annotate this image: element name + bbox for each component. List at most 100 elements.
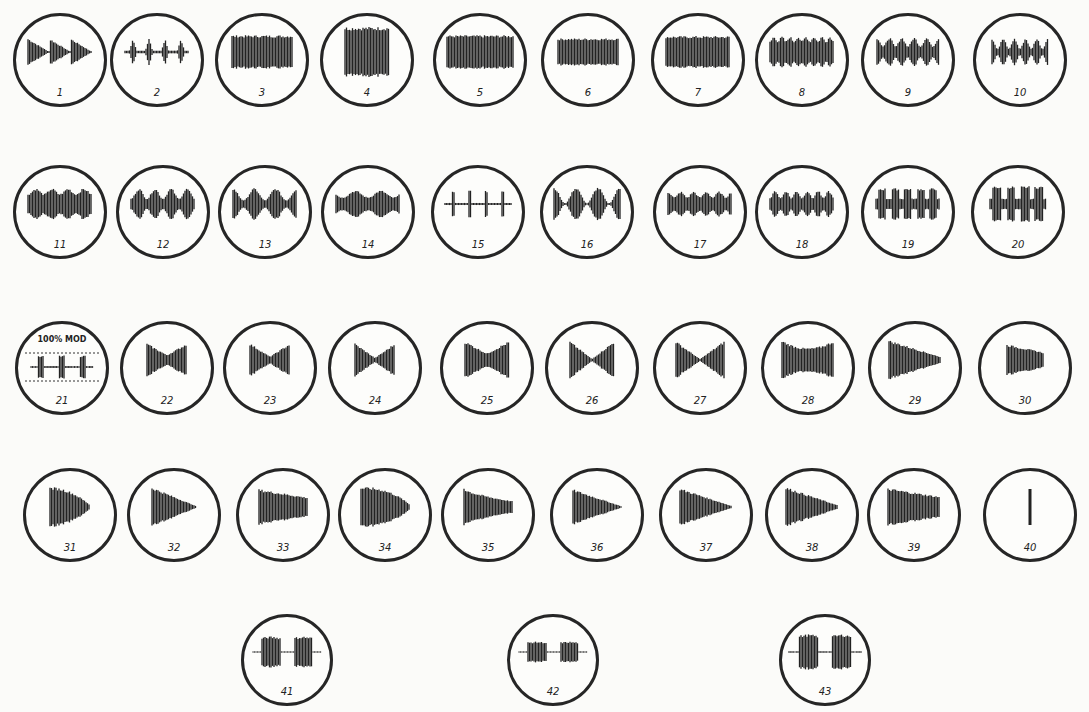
- trace-line: [165, 197, 166, 211]
- trace-line: [282, 197, 283, 211]
- trace-line: [463, 489, 464, 526]
- trace-line: [236, 35, 237, 68]
- trace-line: [998, 188, 999, 220]
- pattern-number: 24: [369, 395, 382, 406]
- trace-line: [699, 495, 700, 519]
- trace-line: [30, 42, 31, 62]
- trace-line: [48, 51, 49, 53]
- trace-line: [492, 498, 493, 516]
- trace-line: [178, 349, 179, 372]
- trace-line: [926, 199, 927, 209]
- trace-line: [574, 189, 575, 219]
- trace-line: [580, 350, 581, 371]
- trace-line: [692, 37, 693, 68]
- trace-line: [460, 35, 461, 68]
- trace-line: [495, 203, 496, 205]
- trace-line: [340, 198, 341, 211]
- trace-line: [709, 38, 710, 67]
- trace-line: [905, 492, 906, 523]
- trace-line: [311, 638, 312, 667]
- trace-line: [602, 39, 603, 64]
- trace-line: [287, 346, 288, 374]
- trace-line: [1008, 347, 1009, 374]
- trace-line: [829, 345, 830, 376]
- trace-line: [544, 643, 545, 661]
- trace-line: [54, 487, 55, 526]
- trace-line: [291, 37, 292, 67]
- trace-line: [928, 199, 929, 210]
- trace-line: [565, 642, 566, 662]
- trace-line: [178, 46, 179, 59]
- trace-line: [78, 366, 79, 368]
- trace-line: [808, 349, 809, 372]
- trace-line: [785, 489, 786, 525]
- trace-line: [581, 40, 582, 65]
- trace-line: [384, 351, 385, 368]
- trace-line: [888, 341, 889, 379]
- trace-line: [59, 356, 60, 379]
- trace-line: [581, 494, 582, 520]
- trace-line: [714, 349, 715, 371]
- trace-line: [730, 506, 731, 508]
- trace-line: [727, 505, 728, 509]
- trace-line: [62, 194, 63, 214]
- trace-line: [488, 203, 489, 205]
- trace-line: [818, 499, 819, 514]
- trace-line: [269, 356, 270, 363]
- trace-line: [898, 491, 899, 523]
- trace-line: [687, 351, 688, 369]
- trace-line: [405, 502, 406, 512]
- trace-line: [675, 197, 676, 211]
- trace-line: [720, 344, 721, 377]
- trace-line: [371, 490, 372, 524]
- trace-line: [491, 352, 492, 369]
- trace-line: [923, 190, 924, 218]
- trace-line: [826, 651, 827, 652]
- trace-line: [838, 635, 839, 668]
- trace-line: [356, 30, 357, 74]
- trace-line: [885, 43, 886, 62]
- trace-line: [263, 353, 264, 367]
- trace-line: [685, 492, 686, 522]
- trace-line: [612, 200, 613, 208]
- trace-line: [306, 498, 307, 516]
- trace-line: [383, 193, 384, 216]
- trace-line: [917, 44, 918, 61]
- trace-line: [299, 638, 300, 666]
- trace-line: [186, 189, 187, 219]
- trace-line: [796, 192, 797, 216]
- scope-circle: 12: [116, 165, 210, 259]
- scope-circle: 20: [971, 165, 1065, 259]
- trace-line: [278, 36, 279, 69]
- trace-line: [378, 355, 379, 365]
- trace-line: [39, 46, 40, 57]
- trace-line: [593, 40, 594, 65]
- trace-line: [939, 357, 940, 363]
- trace-line: [1018, 199, 1019, 210]
- scope-circle: 23: [223, 321, 317, 415]
- trace-line: [494, 350, 495, 370]
- trace-line: [483, 495, 484, 518]
- pattern-number: 9: [905, 87, 911, 98]
- trace-line: [464, 344, 465, 376]
- trace-line: [1026, 350, 1027, 371]
- trace-line: [383, 492, 384, 523]
- trace-line: [174, 194, 175, 215]
- trace-line: [357, 346, 358, 374]
- trace-line: [151, 49, 152, 55]
- trace-line: [599, 354, 600, 367]
- trace-line: [80, 192, 81, 215]
- trace-line: [799, 196, 800, 211]
- trace-line: [693, 355, 694, 364]
- trace-line: [563, 642, 564, 662]
- trace-line: [282, 36, 283, 67]
- trace-line: [65, 190, 66, 217]
- trace-line: [601, 500, 602, 514]
- trace-line: [450, 203, 451, 205]
- trace-line: [529, 643, 530, 662]
- trace-line: [365, 197, 366, 211]
- trace-line: [899, 344, 900, 375]
- trace-line: [77, 194, 78, 214]
- trace-line: [793, 492, 794, 522]
- trace-line: [469, 36, 470, 67]
